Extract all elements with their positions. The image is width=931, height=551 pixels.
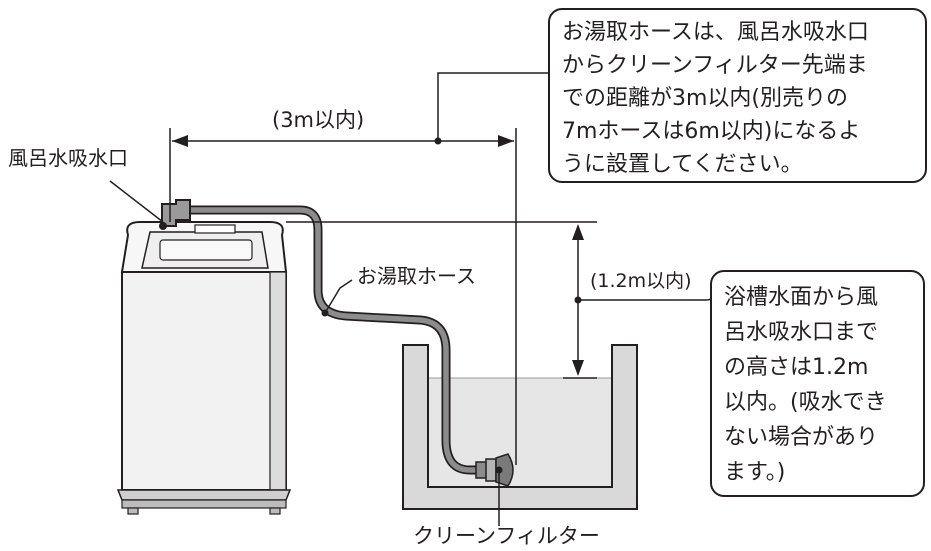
distance-label: (3m以内) xyxy=(272,108,365,132)
height-label: (1.2m以内) xyxy=(590,270,692,292)
distance-dimension xyxy=(169,72,548,465)
distance-note-box: お湯取ホースは、風呂水吸水口 からクリーンフィルター先端ま での距離が3m以内(… xyxy=(548,8,927,183)
distance-note-line: うに設置してください。 xyxy=(562,152,803,177)
height-note-line: 呂水吸水口まで xyxy=(724,320,879,345)
height-dimension xyxy=(286,221,736,379)
filter-label: クリーンフィルター xyxy=(413,524,600,548)
height-note-line: の高さは1.2m xyxy=(724,355,869,380)
height-note-line: 浴槽水面から風 xyxy=(724,285,879,310)
hose-label: お湯取ホース xyxy=(357,264,476,288)
hot-water-hose xyxy=(177,205,490,475)
distance-note-line: からクリーンフィルター先端ま xyxy=(562,53,868,78)
height-note-line: 以内。(吸水でき xyxy=(724,390,887,415)
distance-note-line: での距離が3m以内(別売りの xyxy=(562,86,849,111)
distance-note-line: 7mホースは6m以内)になるよ xyxy=(562,119,861,144)
height-note-line: ない場合があり xyxy=(724,425,879,450)
leader-lines xyxy=(109,180,500,526)
bathtub xyxy=(402,344,638,510)
inlet-label: 風呂水吸水口 xyxy=(8,146,128,170)
height-note-box: 浴槽水面から風 呂水吸水口まで の高さは1.2m 以内。(吸水でき ない場合があ… xyxy=(710,270,925,497)
distance-note-line: お湯取ホースは、風呂水吸水口 xyxy=(562,20,869,45)
washing-machine xyxy=(116,221,292,515)
bath-water-inlet xyxy=(159,199,191,230)
height-note-line: ます。) xyxy=(724,460,786,485)
clean-filter xyxy=(475,453,514,487)
